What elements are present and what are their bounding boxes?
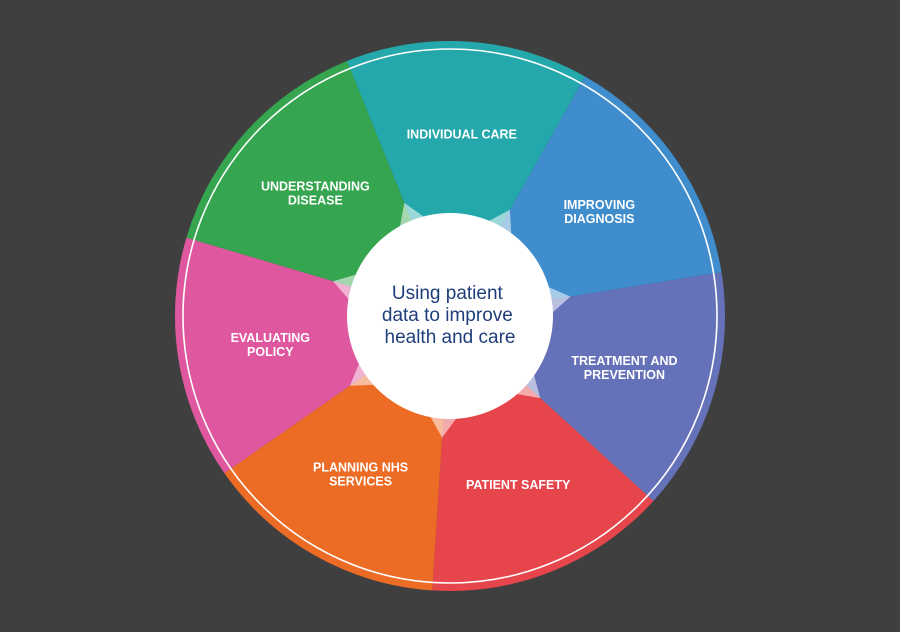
segment-label-line: INDIVIDUAL CARE xyxy=(407,127,517,141)
center-text-line-3: health and care xyxy=(385,327,516,348)
outer-ring xyxy=(182,48,718,584)
segment-label-individual-care: INDIVIDUAL CARE xyxy=(407,127,517,141)
center-text-line-2: data to improve xyxy=(382,305,513,326)
segment-label-line: TREATMENT AND xyxy=(571,354,677,368)
center-hub-text: Using patient data to improve health and… xyxy=(382,283,518,348)
segment-label-line: DISEASE xyxy=(288,194,343,208)
segment-label-line: UNDERSTANDING xyxy=(261,180,370,194)
center-text-line-1: Using patient xyxy=(392,283,504,304)
segment-individual-care xyxy=(346,40,586,316)
segment-label-line: SERVICES xyxy=(329,475,392,489)
segment-label-patient-safety: PATIENT SAFETY xyxy=(466,478,571,492)
segment-label-line: DIAGNOSIS xyxy=(564,212,634,226)
segment-label-line: POLICY xyxy=(247,345,294,359)
segment-label-line: EVALUATING xyxy=(231,331,310,345)
segment-label-line: IMPROVING xyxy=(564,198,636,212)
segment-label-line: PREVENTION xyxy=(584,368,665,382)
segment-label-line: PATIENT SAFETY xyxy=(466,478,571,492)
center-hub xyxy=(347,213,553,419)
segment-label-line: PLANNING NHS xyxy=(313,461,408,475)
